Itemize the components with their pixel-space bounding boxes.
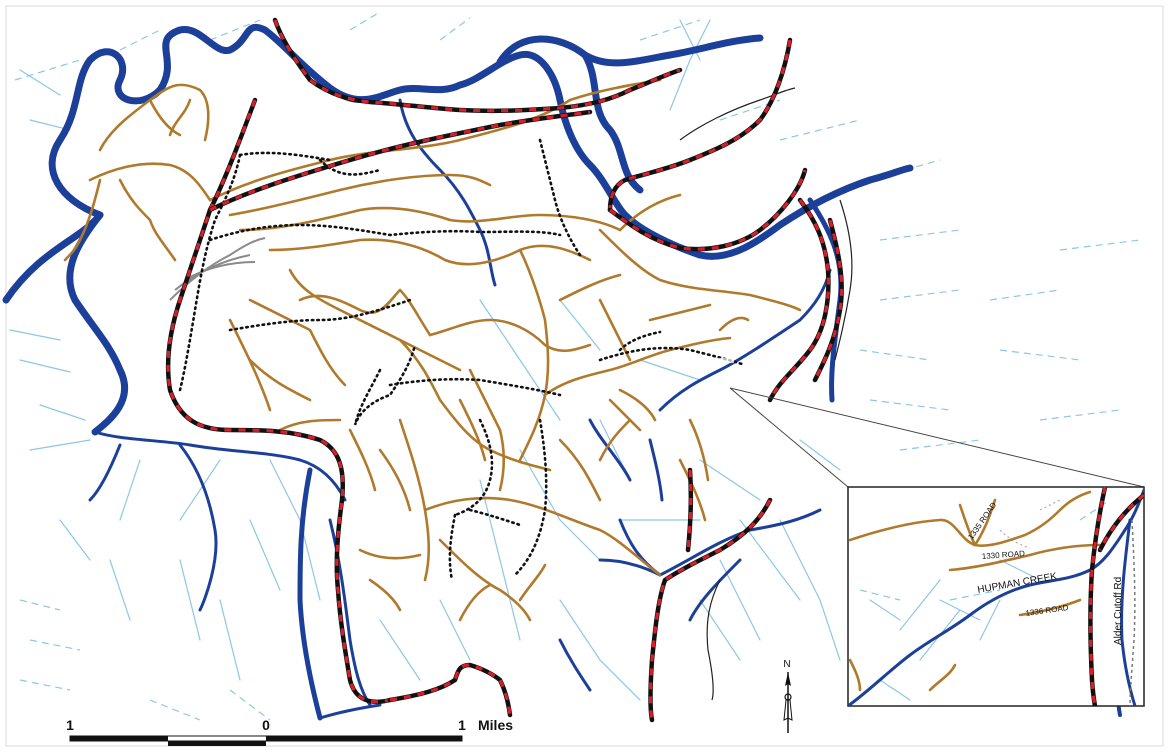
inset-map: 1335 ROAD 1330 ROAD HUPMAN CREEK 1336 RO…	[847, 486, 1145, 707]
inset-callout	[729, 387, 1145, 488]
roads-layer	[165, 17, 844, 723]
scale-bar: 1 0 1 Miles	[66, 717, 513, 746]
map-small-labels	[700, 358, 760, 375]
trails-layer	[63, 78, 802, 622]
north-arrow-letter: N	[783, 659, 790, 670]
inset-label-1330-road: 1330 ROAD	[982, 549, 1026, 561]
grey-lines	[169, 87, 853, 701]
north-arrow: N	[783, 659, 793, 733]
scale-unit: Miles	[478, 717, 513, 733]
map-frame	[5, 5, 1164, 747]
scale-label-right: 1	[458, 717, 466, 733]
inset-label-alder-cutoff-rd: Alder Cutoff Rd	[1113, 577, 1124, 645]
scale-label-middle: 0	[262, 717, 270, 733]
streams-layer	[9, 11, 1141, 721]
scale-label-left: 1	[66, 717, 74, 733]
dotted-trails	[178, 138, 747, 582]
creeks-layer	[88, 98, 832, 720]
